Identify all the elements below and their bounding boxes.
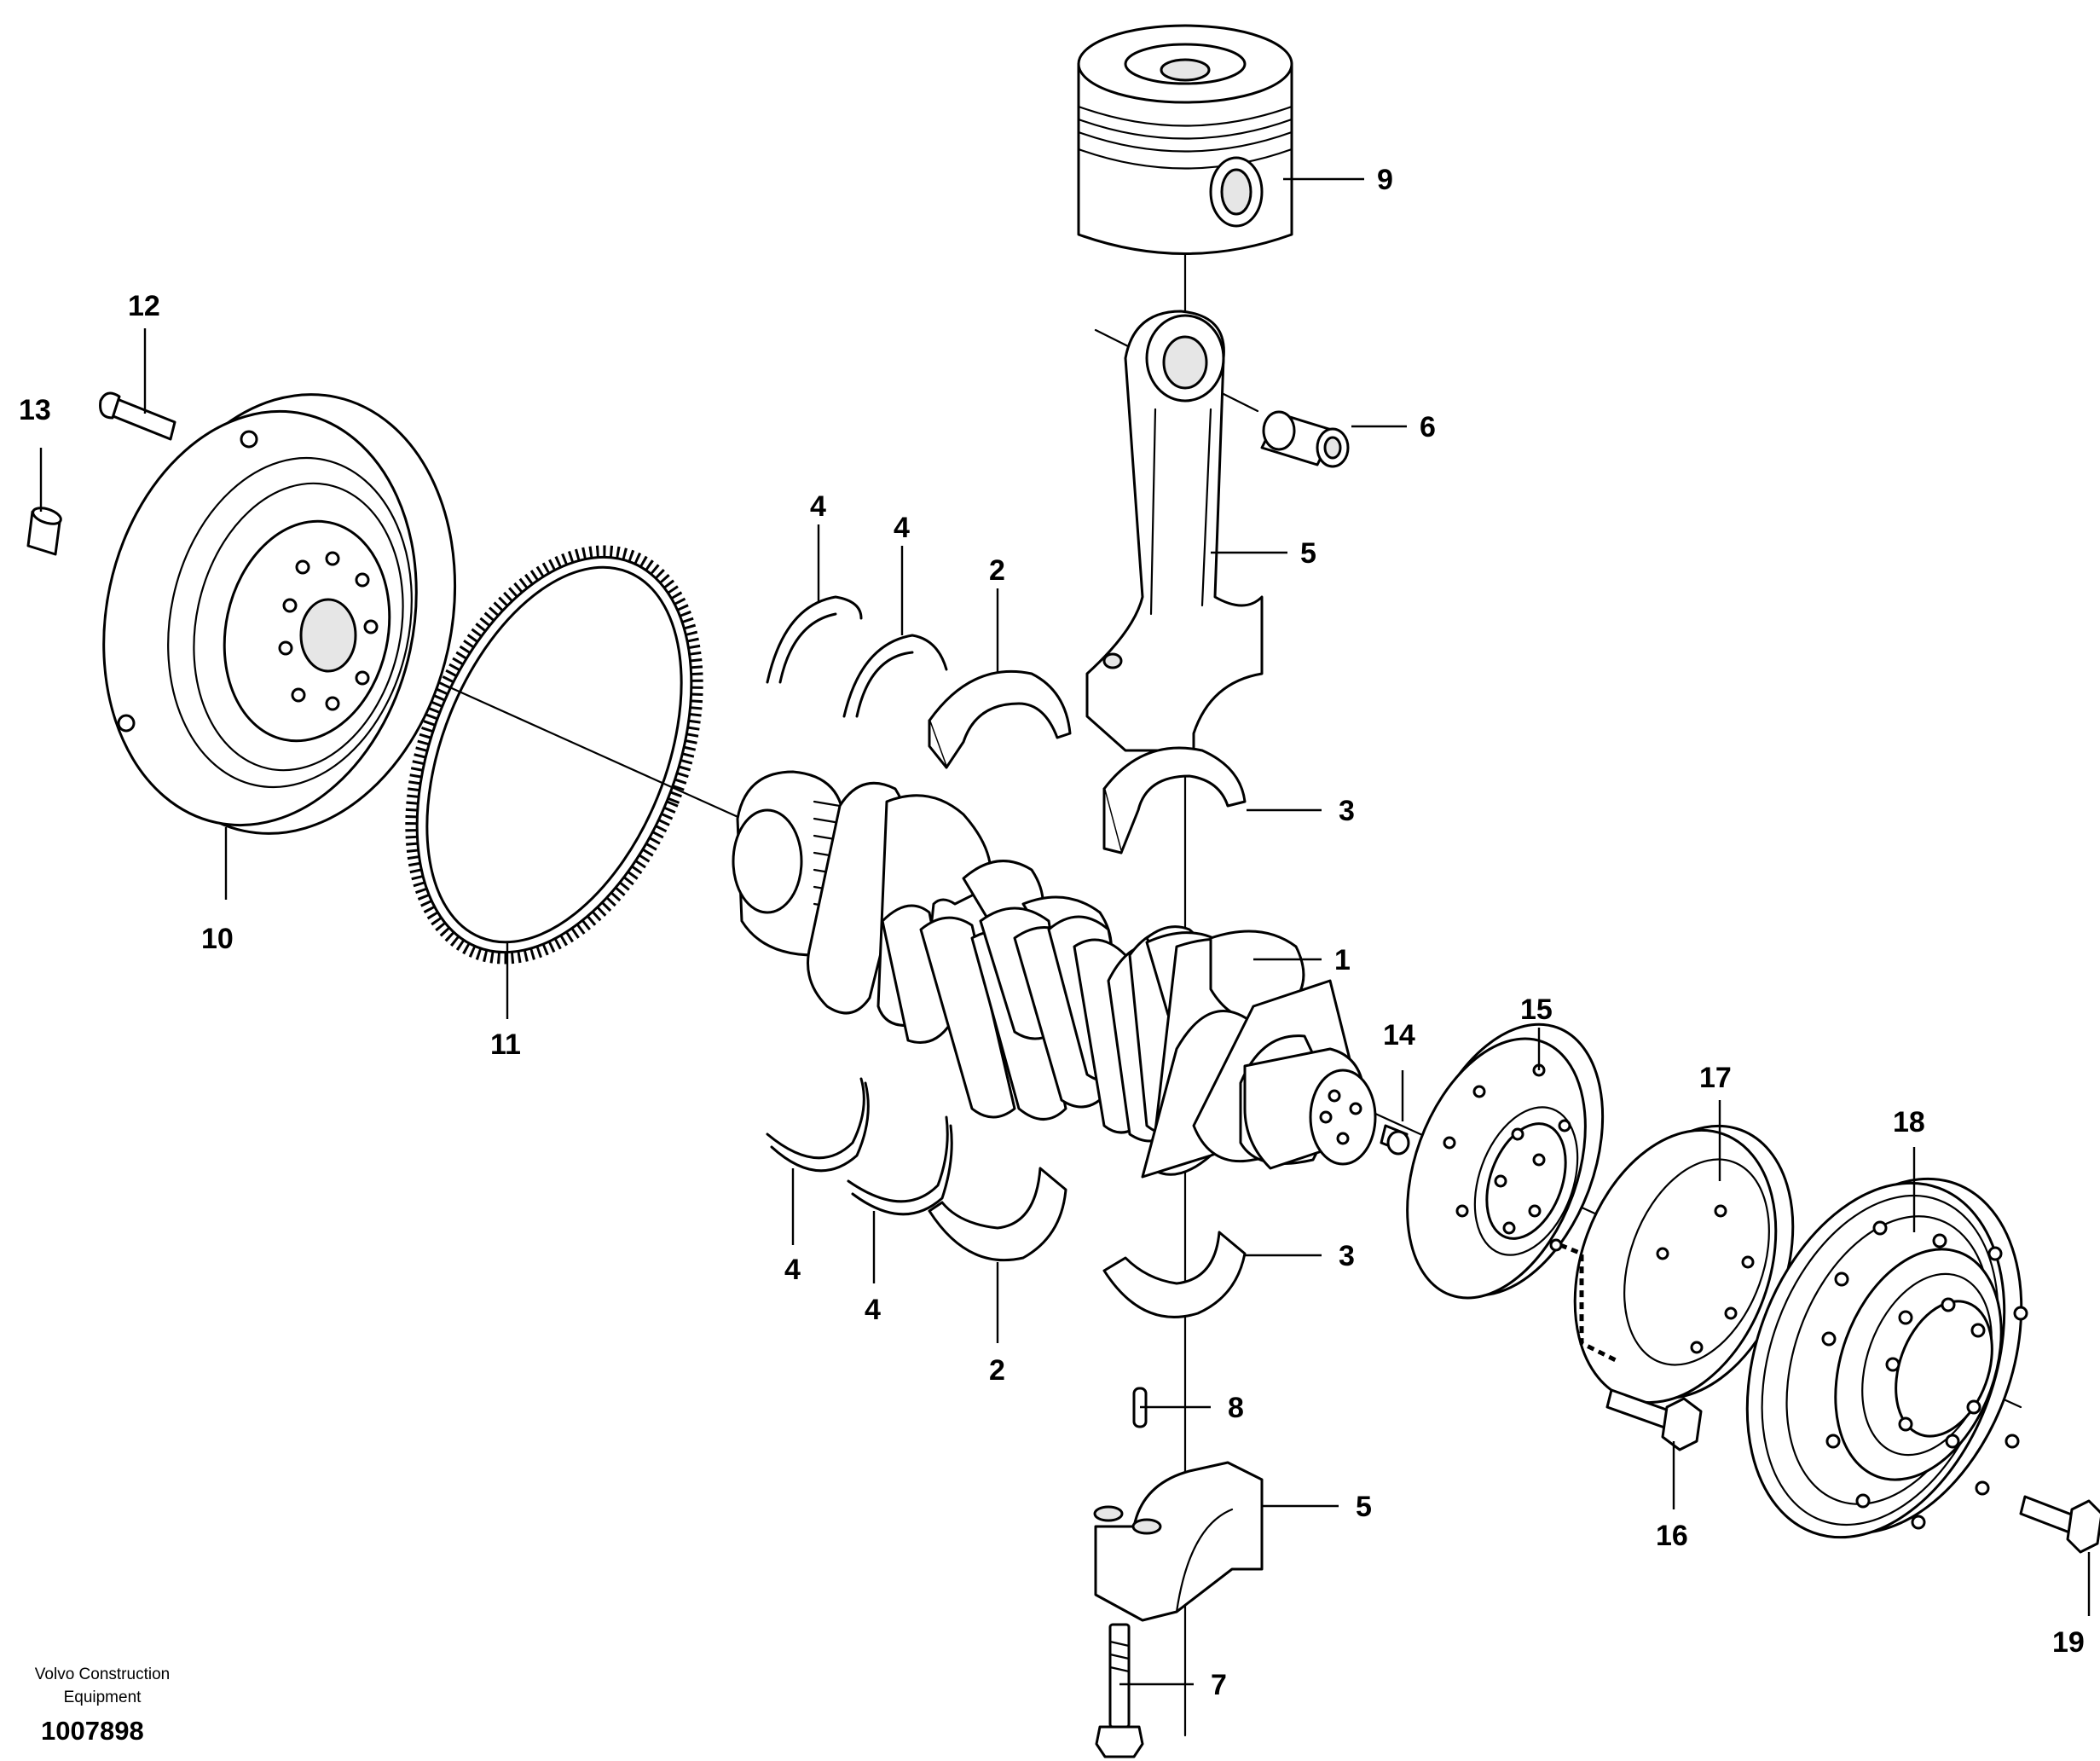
callout-16: 16 <box>1656 1520 1688 1552</box>
thrust-washer-upper-left <box>766 595 863 684</box>
vibration-damper-ring <box>1573 1124 1795 1405</box>
callout-4-upper-left: 4 <box>810 490 826 523</box>
piston-pin <box>1260 410 1350 468</box>
document-number: 1007898 <box>41 1716 144 1746</box>
callout-1: 1 <box>1334 944 1351 976</box>
brand-line-1: Volvo Construction <box>35 1665 170 1683</box>
thrust-washer-upper-right <box>842 634 948 718</box>
connecting-rod-cap <box>1093 1461 1264 1622</box>
callout-4-upper-right: 4 <box>894 512 910 544</box>
callout-2-lower: 2 <box>989 1354 1005 1387</box>
callout-11: 11 <box>490 1028 521 1061</box>
callout-8: 8 <box>1228 1392 1244 1424</box>
callout-10: 10 <box>201 923 234 955</box>
hub-bolt <box>1559 1243 1703 1451</box>
callout-12: 12 <box>128 290 160 322</box>
crankshaft <box>732 770 1377 1179</box>
thrust-washer-lower-right <box>847 1115 953 1216</box>
callout-5-rod: 5 <box>1300 537 1316 570</box>
callout-7: 7 <box>1211 1669 1227 1701</box>
callout-15: 15 <box>1520 993 1553 1026</box>
brand-line-2: Equipment <box>64 1689 142 1706</box>
crankshaft-pulley <box>1745 1177 2028 1539</box>
leader-lines <box>39 177 2091 1686</box>
crankshaft-hub <box>1406 1022 1605 1300</box>
callout-6: 6 <box>1420 411 1436 443</box>
callout-13: 13 <box>19 394 51 426</box>
callout-19: 19 <box>2052 1626 2085 1659</box>
callout-labels: 9 6 5 3 1 3 8 5 7 4 4 2 4 4 2 12 13 10 1… <box>19 164 2085 1701</box>
main-bearing-shell-lower <box>928 1167 1067 1262</box>
flywheel <box>102 393 457 835</box>
main-bearing-shell-upper <box>928 669 1072 769</box>
callout-4-lower-left: 4 <box>784 1254 801 1286</box>
piston <box>1077 24 1293 255</box>
callout-9: 9 <box>1377 164 1393 196</box>
flywheel-bolt <box>99 391 176 441</box>
callout-5-cap: 5 <box>1356 1491 1372 1523</box>
callout-4-lower-right: 4 <box>865 1294 881 1326</box>
rod-bearing-shell-upper <box>1102 746 1247 854</box>
callout-3-upper: 3 <box>1339 795 1355 827</box>
callout-2-upper: 2 <box>989 554 1005 587</box>
connecting-rod <box>1085 310 1264 752</box>
callout-18: 18 <box>1893 1106 1925 1138</box>
pulley-bolt <box>2019 1495 2100 1554</box>
rod-bearing-shell-lower <box>1102 1231 1247 1318</box>
thrust-washer-lower-left <box>766 1077 870 1173</box>
callout-3-lower: 3 <box>1339 1240 1355 1272</box>
flywheel-ring-gear <box>405 545 703 964</box>
callout-17: 17 <box>1699 1062 1732 1094</box>
callout-14: 14 <box>1383 1019 1415 1051</box>
footer: Volvo Construction Equipment 1007898 <box>35 1665 170 1746</box>
flywheel-dowel <box>26 507 62 556</box>
connecting-rod-bolt <box>1095 1623 1144 1758</box>
crankshaft-sleeve-pin <box>1380 1124 1410 1156</box>
flywheel-bolt-holes <box>278 551 379 711</box>
